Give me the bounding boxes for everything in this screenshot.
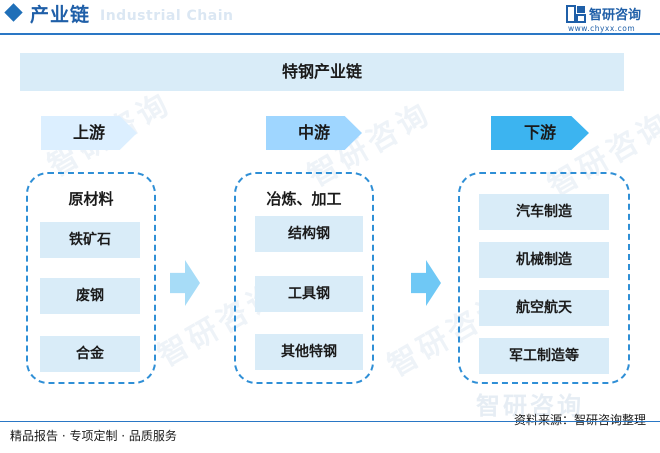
flow-arrow-icon: [411, 260, 441, 306]
flow-arrow-icon: [170, 260, 200, 306]
header: Industrial Chain 产业链 智研咨询 www.chyxx.com: [0, 0, 660, 35]
midstream-item: 其他特钢: [255, 334, 363, 370]
midstream-heading: 冶炼、加工: [266, 190, 342, 208]
upstream-item: 铁矿石: [40, 222, 140, 258]
downstream-panel: 汽车制造 机械制造 航空航天 军工制造等: [458, 172, 630, 384]
upstream-heading: 原材料: [68, 190, 114, 208]
upstream-item: 废钢: [40, 278, 140, 314]
midstream-item: 结构钢: [255, 216, 363, 252]
footer-divider: [0, 421, 660, 422]
brand-logo: 智研咨询 www.chyxx.com: [566, 3, 656, 33]
upstream-panel: 原材料 铁矿石 废钢 合金: [26, 172, 156, 384]
header-divider: [0, 33, 660, 35]
logo-url: www.chyxx.com: [568, 24, 636, 33]
downstream-item: 航空航天: [479, 290, 609, 326]
stage-midstream-label: 中游: [266, 116, 362, 150]
diamond-icon: [4, 3, 23, 22]
downstream-item: 机械制造: [479, 242, 609, 278]
stage-upstream-label: 上游: [41, 116, 137, 150]
stage-downstream-label: 下游: [491, 116, 589, 150]
header-ghost-text: Industrial Chain: [100, 8, 234, 24]
midstream-item: 工具钢: [255, 276, 363, 312]
midstream-panel: 冶炼、加工 结构钢 工具钢 其他特钢: [234, 172, 374, 384]
diagram-banner: 特钢产业链: [20, 53, 624, 91]
logo-icon: [566, 5, 586, 23]
source-note: 资料来源：智研咨询整理: [513, 413, 646, 427]
downstream-item: 汽车制造: [479, 194, 609, 230]
footer-watermark: 智研咨询: [476, 392, 584, 420]
upstream-item: 合金: [40, 336, 140, 372]
downstream-item: 军工制造等: [479, 338, 609, 374]
logo-name: 智研咨询: [589, 8, 642, 23]
page-title: 产业链: [30, 4, 91, 26]
footer-slogan: 精品报告 · 专项定制 · 品质服务: [10, 429, 177, 443]
